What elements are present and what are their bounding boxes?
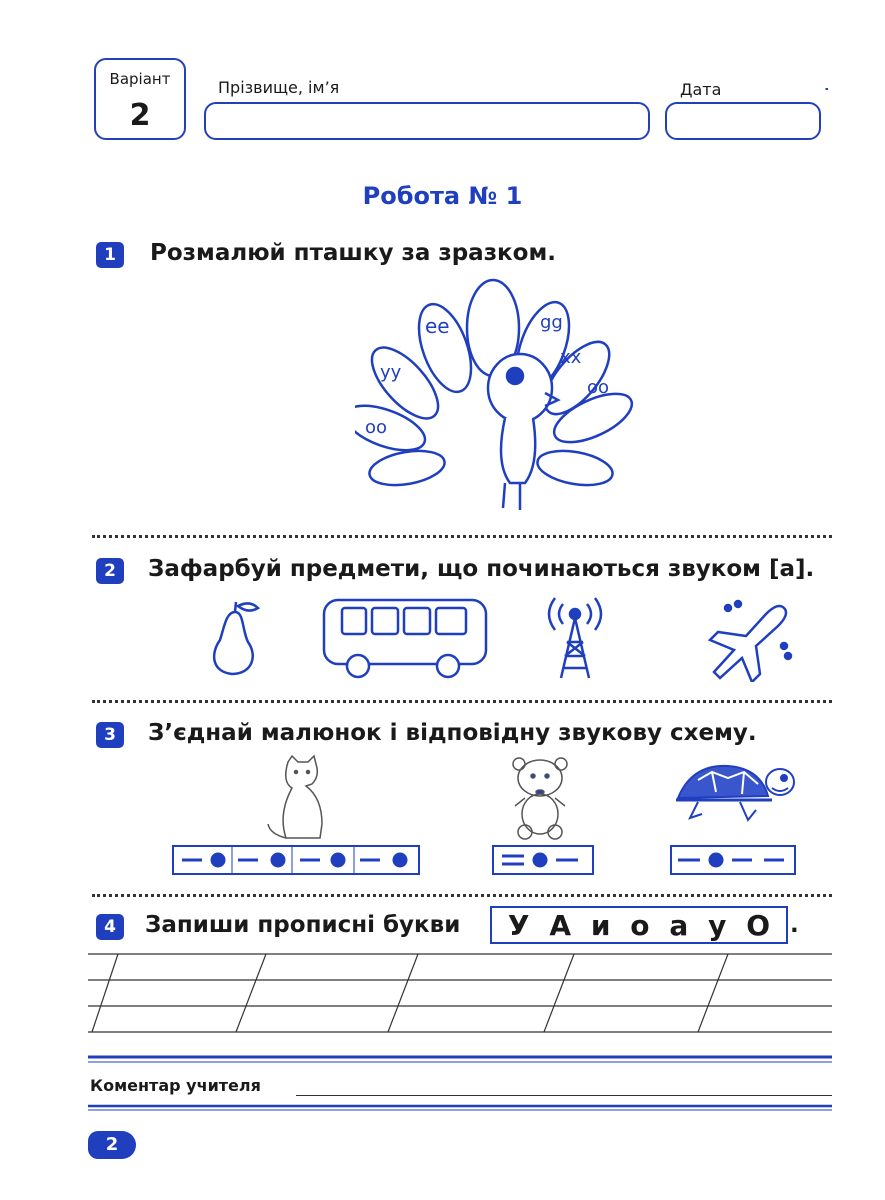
writing-lines[interactable]	[88, 946, 832, 1046]
letter: А	[549, 908, 571, 942]
scheme-3[interactable]	[670, 845, 796, 875]
date-label: Дата	[680, 80, 722, 99]
task-1-number: 1	[96, 242, 124, 268]
svg-text:gg: gg	[540, 312, 563, 333]
pear-icon	[212, 601, 261, 676]
page-number: 2	[88, 1131, 136, 1159]
comment-line[interactable]	[296, 1095, 832, 1096]
name-field[interactable]	[204, 102, 650, 140]
task-3-number: 3	[96, 722, 124, 748]
letter: о	[630, 908, 650, 942]
bus-icon	[322, 598, 488, 679]
bottom-rule-2	[88, 1104, 832, 1111]
task-2-number: 2	[96, 558, 124, 584]
bottom-rule	[88, 1055, 832, 1063]
header-border-line	[825, 88, 828, 90]
svg-text:хх: хх	[560, 347, 582, 368]
scheme-2-marks	[502, 852, 578, 868]
antenna-tower-icon	[547, 597, 603, 679]
divider-2	[92, 700, 832, 703]
variant-label: Варіант	[109, 70, 171, 88]
date-field[interactable]	[665, 102, 821, 140]
letter: и	[590, 908, 611, 942]
letter: О	[746, 908, 770, 942]
task-4-trailing: .	[790, 912, 799, 938]
scheme-1[interactable]	[172, 845, 420, 875]
svg-text:оо: оо	[587, 377, 609, 398]
letters-box: У А и о а у О	[490, 906, 788, 944]
variant-box: Варіант 2	[94, 58, 186, 140]
comment-label: Коментар учителя	[90, 1076, 261, 1095]
scheme-3-marks	[678, 852, 784, 868]
svg-text:уу: уу	[380, 362, 402, 383]
divider-1	[92, 535, 832, 538]
svg-text:ее: ее	[425, 314, 450, 338]
task-2-text: Зафарбуй предмети, що починаються звуком…	[148, 556, 815, 582]
svg-text:оо: оо	[365, 417, 387, 438]
scheme-2[interactable]	[492, 845, 594, 875]
page-title: Робота № 1	[362, 182, 523, 210]
variant-number: 2	[129, 98, 151, 133]
task-4-text: Запиши прописні букви	[145, 912, 461, 938]
name-label: Прізвище, ім’я	[218, 78, 340, 97]
letter: У	[507, 908, 530, 942]
turtle-icon	[676, 764, 795, 822]
divider-3	[92, 894, 832, 897]
airplane-icon	[707, 599, 793, 682]
peacock-icon: ее gg хх уу оо оо	[355, 278, 634, 510]
task-3-text: З’єднай малюнок і відповідну звукову схе…	[148, 720, 757, 746]
scheme-1-marks	[182, 845, 408, 875]
cat-icon	[267, 754, 323, 839]
letter: у	[708, 908, 727, 942]
task-1-text: Розмалюй пташку за зразком.	[150, 240, 557, 266]
tiger-cub-icon	[512, 757, 568, 840]
task-4-number: 4	[96, 914, 124, 940]
letter: а	[669, 908, 689, 942]
